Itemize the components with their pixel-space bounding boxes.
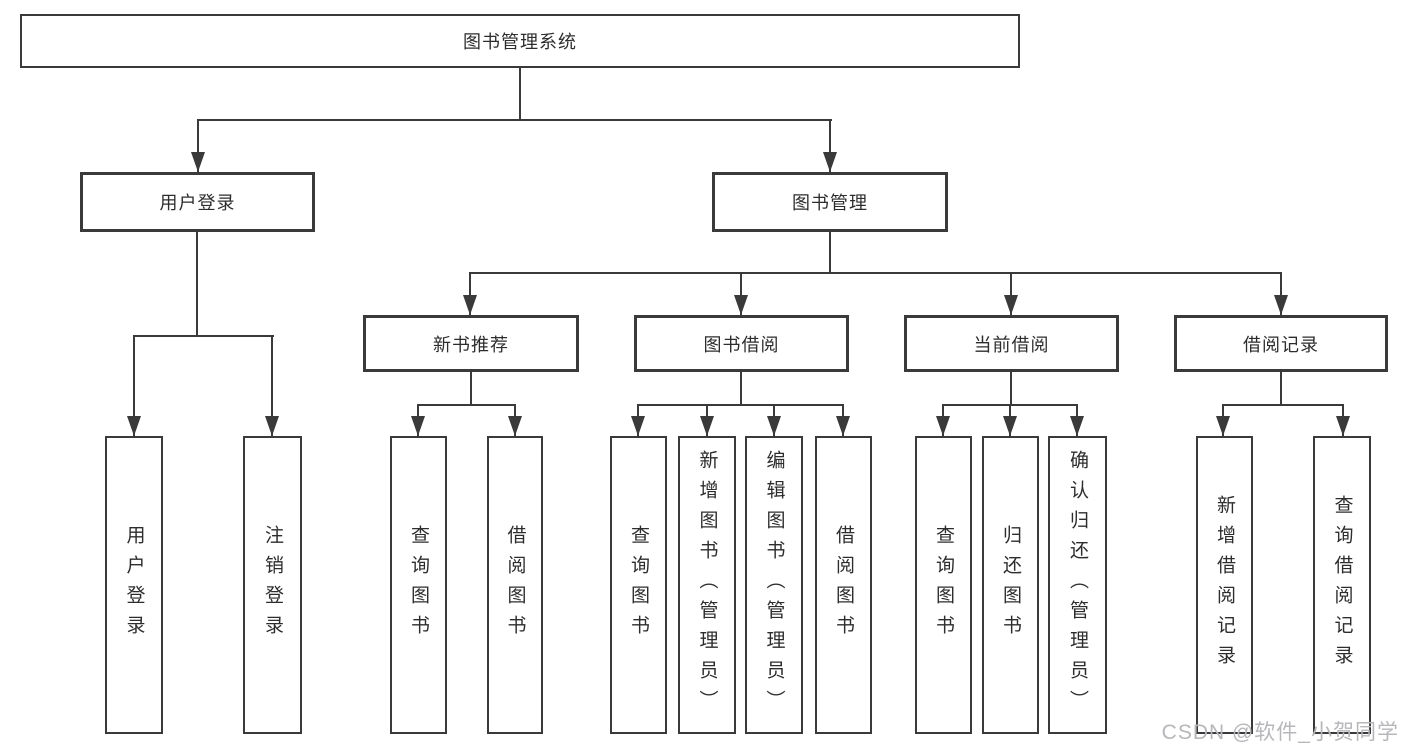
- leaf-add-book-admin-label: 新增图书（管理员）: [696, 450, 718, 720]
- arrowhead-down-icon: [1336, 416, 1350, 436]
- leaf-user-login-label: 用户登录: [123, 525, 145, 645]
- connector-line: [740, 272, 742, 315]
- arrowhead-down-icon: [936, 416, 950, 436]
- leaf-add-borrow-record: 新增借阅记录: [1196, 436, 1253, 734]
- connector-line: [271, 335, 273, 436]
- leaf-borrow-book-label: 借阅图书: [833, 525, 854, 645]
- connector-line: [470, 372, 472, 406]
- connector-line: [470, 272, 1282, 274]
- arrowhead-down-icon: [1004, 295, 1018, 315]
- arrowhead-down-icon: [700, 416, 714, 436]
- leaf-query-book-recommend: 查询图书: [390, 436, 447, 734]
- node-user-login-label: 用户登录: [159, 193, 236, 213]
- leaf-edit-book-admin-label: 编辑图书（管理员）: [763, 450, 785, 720]
- connector-line: [829, 232, 831, 274]
- connector-line: [638, 404, 844, 406]
- arrowhead-down-icon: [1003, 416, 1017, 436]
- arrowhead-down-icon: [631, 416, 645, 436]
- node-root: 图书管理系统: [20, 14, 1020, 68]
- node-root-label: 图书管理系统: [463, 32, 577, 52]
- arrowhead-down-icon: [265, 416, 279, 436]
- arrowhead-down-icon: [823, 152, 837, 172]
- leaf-confirm-return-admin-label: 确认归还（管理员）: [1067, 450, 1088, 720]
- arrowhead-down-icon: [508, 416, 522, 436]
- node-current-borrow: 当前借阅: [904, 315, 1119, 372]
- leaf-query-book-current-label: 查询图书: [933, 525, 954, 645]
- leaf-borrow-book: 借阅图书: [815, 436, 872, 734]
- leaf-query-book-borrow-label: 查询图书: [628, 525, 649, 645]
- leaf-add-book-admin: 新增图书（管理员）: [678, 436, 736, 734]
- node-book-management-label: 图书管理: [792, 193, 868, 213]
- arrowhead-down-icon: [411, 416, 425, 436]
- arrowhead-down-icon: [734, 295, 748, 315]
- leaf-edit-book-admin: 编辑图书（管理员）: [745, 436, 803, 734]
- node-user-login: 用户登录: [80, 172, 315, 232]
- leaf-confirm-return-admin: 确认归还（管理员）: [1048, 436, 1107, 734]
- leaf-query-borrow-record-label: 查询借阅记录: [1331, 495, 1353, 675]
- leaf-return-book: 归还图书: [982, 436, 1039, 734]
- connector-line: [133, 335, 135, 436]
- arrowhead-down-icon: [463, 295, 477, 315]
- leaf-query-book-borrow: 查询图书: [610, 436, 667, 734]
- connector-line: [197, 119, 199, 172]
- node-book-management: 图书管理: [712, 172, 948, 232]
- leaf-logout: 注销登录: [243, 436, 302, 734]
- node-book-borrow: 图书借阅: [634, 315, 849, 372]
- connector-line: [519, 68, 521, 121]
- leaf-logout-label: 注销登录: [262, 525, 283, 645]
- connector-line: [829, 119, 831, 172]
- csdn-watermark: CSDN @软件_小贺同学: [1161, 721, 1399, 744]
- connector-line: [134, 335, 274, 337]
- arrowhead-down-icon: [1274, 295, 1288, 315]
- leaf-borrow-book-recommend: 借阅图书: [487, 436, 543, 734]
- connector-line: [418, 404, 516, 406]
- connector-line: [197, 119, 832, 121]
- node-book-borrow-label: 图书借阅: [703, 334, 780, 355]
- arrowhead-down-icon: [1216, 416, 1230, 436]
- node-current-borrow-label: 当前借阅: [973, 334, 1050, 355]
- leaf-add-borrow-record-label: 新增借阅记录: [1214, 495, 1235, 675]
- connector-line: [196, 232, 198, 337]
- connector-line: [1280, 272, 1282, 315]
- connector-line: [1010, 372, 1012, 406]
- node-borrow-records-label: 借阅记录: [1243, 334, 1319, 355]
- connector-line: [1010, 272, 1012, 315]
- node-borrow-records: 借阅记录: [1174, 315, 1388, 372]
- node-new-book-recommend: 新书推荐: [363, 315, 579, 372]
- leaf-user-login: 用户登录: [105, 436, 163, 734]
- connector-line: [740, 372, 742, 406]
- connector-line: [1223, 404, 1343, 406]
- arrowhead-down-icon: [836, 416, 850, 436]
- arrowhead-down-icon: [767, 416, 781, 436]
- arrowhead-down-icon: [191, 152, 205, 172]
- connector-line: [469, 272, 471, 315]
- arrowhead-down-icon: [1070, 416, 1084, 436]
- leaf-query-borrow-record: 查询借阅记录: [1313, 436, 1371, 734]
- node-new-book-recommend-label: 新书推荐: [433, 334, 509, 355]
- arrowhead-down-icon: [127, 416, 141, 436]
- leaf-borrow-book-recommend-label: 借阅图书: [504, 525, 526, 645]
- leaf-query-book-current: 查询图书: [915, 436, 972, 734]
- connector-line: [1280, 372, 1282, 406]
- leaf-query-book-recommend-label: 查询图书: [408, 525, 429, 645]
- leaf-return-book-label: 归还图书: [1000, 525, 1021, 645]
